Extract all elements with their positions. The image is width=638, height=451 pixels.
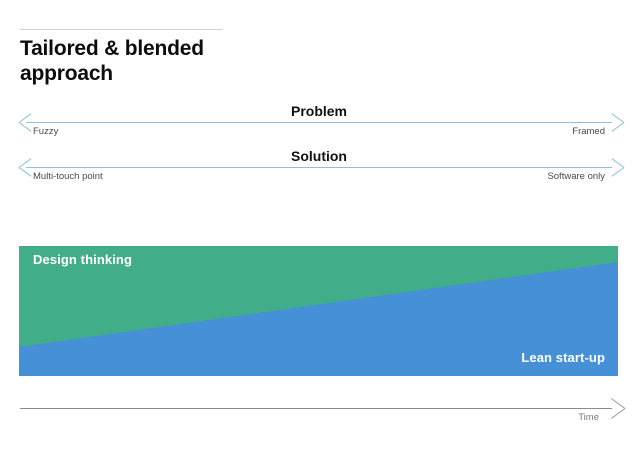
axis-right-label-problem: Framed bbox=[572, 126, 605, 137]
axis-line-problem bbox=[26, 122, 612, 123]
header-divider bbox=[20, 29, 223, 30]
lean-startup-area bbox=[19, 262, 618, 376]
blend-area-svg bbox=[19, 246, 618, 376]
page-title: Tailored & blended approach bbox=[20, 37, 204, 85]
design-thinking-label: Design thinking bbox=[33, 252, 132, 267]
time-axis-label: Time bbox=[578, 412, 599, 423]
axis-left-label-solution: Multi-touch point bbox=[33, 171, 103, 182]
axis-line-solution bbox=[26, 167, 612, 168]
axis-title-problem: Problem bbox=[290, 103, 347, 119]
lean-startup-label: Lean start-up bbox=[521, 350, 605, 365]
time-axis-line bbox=[20, 408, 612, 409]
axis-left-label-problem: Fuzzy bbox=[33, 126, 59, 137]
axis-right-label-solution: Software only bbox=[547, 171, 605, 182]
axis-title-solution: Solution bbox=[291, 148, 347, 164]
axis-row-solution: Solution Multi-touch point Software only bbox=[0, 145, 638, 189]
time-axis: Time bbox=[0, 396, 638, 436]
axis-row-problem: Problem Fuzzy Framed bbox=[0, 100, 638, 144]
approach-blend-chart bbox=[19, 246, 618, 376]
